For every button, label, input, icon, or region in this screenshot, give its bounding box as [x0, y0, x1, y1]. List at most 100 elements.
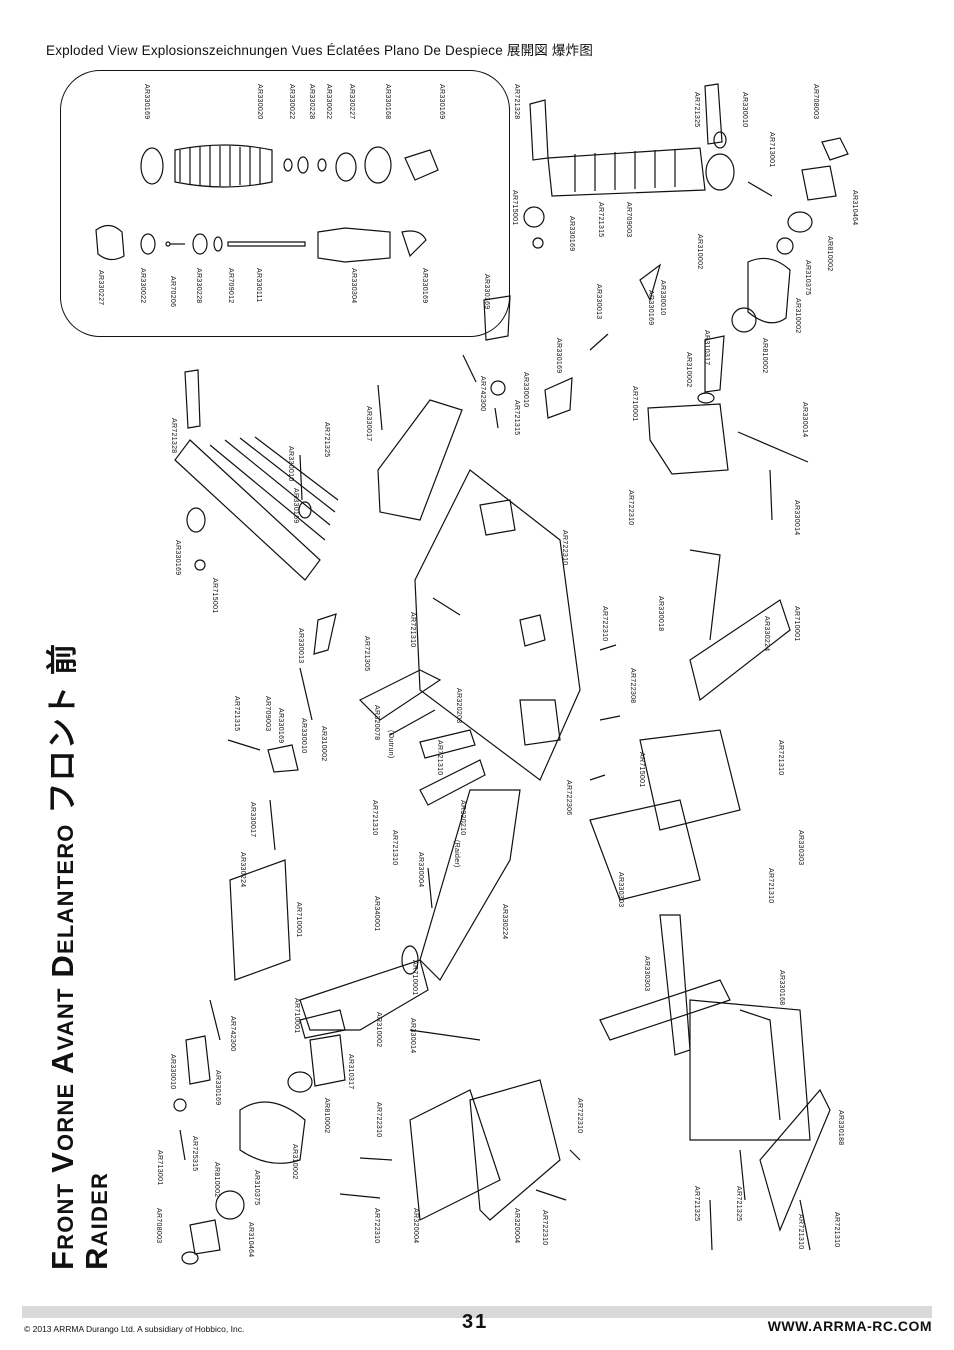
part-number-label: AR330017 — [249, 802, 256, 838]
part-number-label: AR715001 — [211, 578, 218, 614]
part-number-label: AR330010 — [741, 92, 748, 128]
part-number-label: AR721310 — [767, 868, 774, 904]
part-number-label: AR310002 — [794, 298, 801, 334]
part-number-label: (Outrun) — [387, 730, 394, 759]
part-number-label: AR810002 — [826, 236, 833, 272]
part-number-label: AR722310 — [373, 1208, 380, 1244]
part-number-label: AR330169 — [143, 84, 150, 120]
part-number-label: AR721315 — [233, 696, 240, 732]
part-number-label: AR320210 — [459, 800, 466, 836]
part-number-label: AR340001 — [373, 896, 380, 932]
part-number-label: AR330013 — [297, 628, 304, 664]
part-number-label: AR330169 — [438, 84, 445, 120]
website-link[interactable]: WWW.ARRMA-RC.COM — [767, 1318, 932, 1334]
part-number-label: AR330303 — [617, 872, 624, 908]
part-number-label: AR722310 — [541, 1210, 548, 1246]
part-number-label: AR722306 — [565, 780, 572, 816]
part-number-label: AR721310 — [409, 612, 416, 648]
part-number-label: AR810002 — [761, 338, 768, 374]
page-header: Exploded View Explosionszeichnungen Vues… — [46, 43, 594, 58]
part-number-label: AR330010 — [169, 1054, 176, 1090]
part-number-label: AR310002 — [685, 352, 692, 388]
part-number-label: AR330022 — [325, 84, 332, 120]
part-number-label: AR330169 — [568, 216, 575, 252]
part-number-label: AR710001 — [793, 606, 800, 642]
part-number-label: AR721310 — [371, 800, 378, 836]
section-title: Front Vorne Avant Delantero フロント 前 Raide… — [45, 642, 114, 1270]
part-number-label: AR721325 — [693, 92, 700, 128]
part-number-label: AR810002 — [323, 1098, 330, 1134]
footer-band — [22, 1306, 932, 1318]
part-number-label: AR330304 — [350, 268, 357, 304]
shock-exploded-inset — [60, 70, 510, 337]
part-number-label: AR722310 — [627, 490, 634, 526]
part-number-label: AR722310 — [375, 1102, 382, 1138]
part-number-label: AR708003 — [155, 1208, 162, 1244]
part-number-label: AR320004 — [412, 1208, 419, 1244]
part-number-label: AR330303 — [643, 956, 650, 992]
part-number-label: AR330169 — [277, 708, 284, 744]
part-number-label: AR710001 — [295, 902, 302, 938]
part-number-label: AR330013 — [595, 284, 602, 320]
part-number-label: AR310464 — [851, 190, 858, 226]
copyright-text: © 2013 ARRMA Durango Ltd. A subsidiary o… — [24, 1324, 245, 1334]
part-number-label: AR713001 — [768, 132, 775, 168]
part-number-label: AR310317 — [347, 1054, 354, 1090]
part-number-label: AR721310 — [797, 1214, 804, 1250]
part-number-label: AR330010 — [659, 280, 666, 316]
part-number-label: AR320004 — [513, 1208, 520, 1244]
part-number-label: AR710001 — [631, 386, 638, 422]
part-number-label: AR330169 — [421, 268, 428, 304]
part-number-label: AR708003 — [812, 84, 819, 120]
part-number-label: AR330169 — [292, 488, 299, 524]
part-number-label: AR310002 — [375, 1012, 382, 1048]
part-number-label: AR310464 — [247, 1222, 254, 1258]
part-number-label: AR330228 — [308, 84, 315, 120]
part-number-label: AR721325 — [323, 422, 330, 458]
part-number-label: AR320078 — [373, 705, 380, 741]
part-number-label: AR721315 — [597, 202, 604, 238]
part-number-label: AR330224 — [763, 616, 770, 652]
part-number-label: AR721328 — [513, 84, 520, 120]
part-number-label: AR310002 — [291, 1144, 298, 1180]
part-number-label: AR330004 — [417, 852, 424, 888]
part-number-label: AR722310 — [576, 1098, 583, 1134]
part-number-label: AR725315 — [191, 1136, 198, 1172]
part-number-label: AR330018 — [657, 596, 664, 632]
part-number-label: AR310375 — [804, 260, 811, 296]
part-number-label: AR330169 — [483, 274, 490, 310]
part-number-label: AR710001 — [293, 998, 300, 1034]
part-number-label: AR810002 — [213, 1162, 220, 1198]
part-number-label: AR330169 — [555, 338, 562, 374]
part-number-label: (Raider) — [453, 840, 460, 868]
section-title-line1: Front Vorne Avant Delantero フロント 前 — [45, 642, 80, 1270]
part-number-label: AR330227 — [97, 270, 104, 306]
part-number-label: AR722308 — [629, 668, 636, 704]
part-number-label: AR330017 — [365, 406, 372, 442]
part-number-label: AR70206 — [169, 276, 176, 308]
page-footer: © 2013 ARRMA Durango Ltd. A subsidiary o… — [22, 1306, 932, 1350]
part-number-label: AR330010 — [522, 372, 529, 408]
part-number-label: AR722310 — [561, 530, 568, 566]
part-number-label: AR320203 — [455, 688, 462, 724]
part-number-label: AR721310 — [391, 830, 398, 866]
part-number-label: AR330224 — [239, 852, 246, 888]
part-number-label: AR330227 — [348, 84, 355, 120]
part-number-label: AR330169 — [214, 1070, 221, 1106]
part-number-label: AR721328 — [170, 418, 177, 454]
part-number-label: AR330228 — [195, 268, 202, 304]
part-number-label: AR330188 — [837, 1110, 844, 1146]
part-number-label: AR330224 — [501, 904, 508, 940]
section-title-line2: Raider — [79, 1171, 114, 1270]
part-number-label: AR330169 — [647, 290, 654, 326]
page-number: 31 — [462, 1311, 489, 1333]
part-number-label: AR310375 — [253, 1170, 260, 1206]
part-number-label: AR709003 — [264, 696, 271, 732]
part-number-label: AR330022 — [288, 84, 295, 120]
part-number-label: AR330010 — [287, 446, 294, 482]
part-number-label: AR310002 — [320, 726, 327, 762]
part-number-label: AR330010 — [300, 718, 307, 754]
part-number-label: AR713001 — [156, 1150, 163, 1186]
part-number-label: AR330014 — [409, 1018, 416, 1054]
